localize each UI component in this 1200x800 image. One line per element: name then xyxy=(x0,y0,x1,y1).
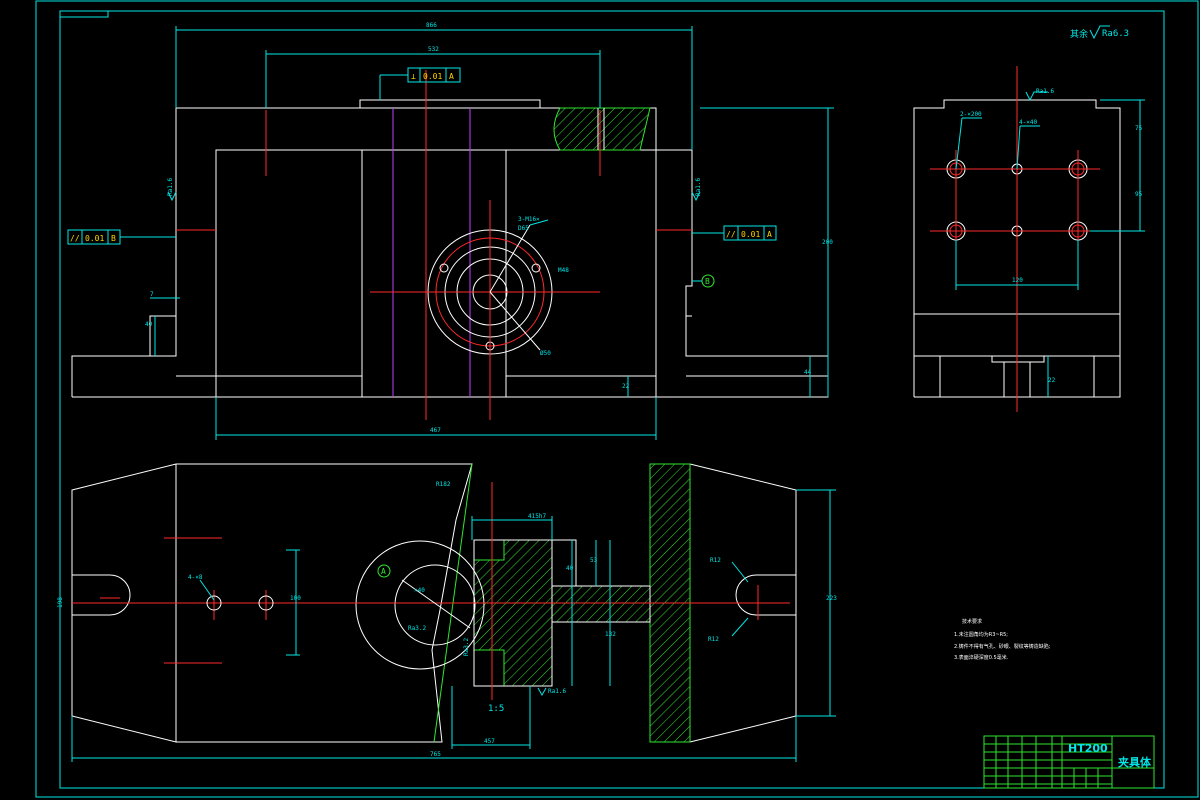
svg-text:415h7: 415h7 xyxy=(528,513,546,520)
svg-text:198: 198 xyxy=(57,597,64,608)
svg-text:Ra6.3: Ra6.3 xyxy=(1102,29,1129,39)
svg-text:467: 467 xyxy=(430,427,441,434)
svg-text:Ra1.6: Ra1.6 xyxy=(167,178,174,196)
svg-text:223: 223 xyxy=(826,595,837,602)
surface-finish-note: 其余 Ra6.3 xyxy=(1070,25,1129,40)
svg-text://: // xyxy=(70,234,80,243)
corner-tag xyxy=(59,10,109,18)
svg-text:其余: 其余 xyxy=(1070,28,1088,40)
svg-text:866: 866 xyxy=(426,22,437,29)
svg-text:1.未注圆角均为R3~R5;: 1.未注圆角均为R3~R5; xyxy=(954,631,1008,638)
svg-text:A: A xyxy=(767,230,772,239)
svg-text:95: 95 xyxy=(1135,191,1143,198)
svg-text:40: 40 xyxy=(145,321,153,328)
svg-text:4-×8: 4-×8 xyxy=(188,574,203,581)
svg-text:2.铸件不得有气孔、砂眼、裂纹等铸造缺陷;: 2.铸件不得有气孔、砂眼、裂纹等铸造缺陷; xyxy=(954,643,1051,650)
svg-text:Ra3.2: Ra3.2 xyxy=(408,625,426,632)
svg-text:Ø50: Ø50 xyxy=(540,350,551,357)
svg-text:44: 44 xyxy=(804,369,812,376)
technical-notes: 技术要求 1.未注圆角均为R3~R5; 2.铸件不得有气孔、砂眼、裂纹等铸造缺陷… xyxy=(954,618,1051,661)
svg-text:200: 200 xyxy=(822,239,833,246)
svg-text:765: 765 xyxy=(430,751,441,758)
svg-text:R182: R182 xyxy=(436,481,451,488)
svg-text:22: 22 xyxy=(622,383,630,390)
svg-text:夹具体: 夹具体 xyxy=(1118,755,1152,769)
svg-text:Ra3.2: Ra3.2 xyxy=(463,638,470,656)
top-view: 100 4-×8 R182 415h7 ×40 A Ra3.2 Ra3.2 40… xyxy=(57,463,837,762)
side-view: 120 75 95 22 2-×200 4-×40 Ra1.6 xyxy=(913,66,1145,412)
svg-text:B: B xyxy=(705,277,710,286)
inner-border xyxy=(59,10,1165,789)
svg-text:4-×40: 4-×40 xyxy=(1019,119,1037,126)
svg-text:2-×200: 2-×200 xyxy=(960,111,982,118)
svg-text:R12: R12 xyxy=(708,636,719,643)
svg-text:0.01: 0.01 xyxy=(423,72,442,81)
svg-text:A: A xyxy=(381,567,386,576)
svg-text:7: 7 xyxy=(150,291,154,298)
svg-text:22: 22 xyxy=(1048,377,1056,384)
svg-text:A: A xyxy=(449,72,454,81)
title-block: HT200 夹具体 xyxy=(983,735,1155,789)
svg-text:532: 532 xyxy=(428,46,439,53)
svg-text:Ra1.6: Ra1.6 xyxy=(695,178,702,196)
svg-text:M48: M48 xyxy=(558,267,569,274)
svg-text:457: 457 xyxy=(484,738,495,745)
svg-text:75: 75 xyxy=(1135,125,1143,132)
svg-text:Ra1.6: Ra1.6 xyxy=(1036,88,1054,95)
svg-text:HT200: HT200 xyxy=(1068,742,1108,755)
svg-text:B: B xyxy=(111,234,116,243)
svg-text:D65: D65 xyxy=(518,225,529,232)
svg-text:×40: ×40 xyxy=(414,587,425,594)
svg-text://: // xyxy=(726,230,736,239)
svg-text:120: 120 xyxy=(1012,277,1023,284)
svg-text:0.01: 0.01 xyxy=(741,230,760,239)
svg-text:53: 53 xyxy=(590,557,598,564)
outer-border xyxy=(35,0,1199,798)
svg-text:技术要求: 技术要求 xyxy=(962,618,982,625)
svg-text:3.表面淬硬深度0.5毫米.: 3.表面淬硬深度0.5毫米. xyxy=(954,654,1009,661)
svg-text:Ra1.6: Ra1.6 xyxy=(548,688,566,695)
svg-text:1:5: 1:5 xyxy=(488,704,504,714)
front-view: 866 532 467 200 44 22 7 40 3-M16× D65 M4… xyxy=(67,22,834,440)
svg-text:0.01: 0.01 xyxy=(85,234,104,243)
svg-text:⊥: ⊥ xyxy=(411,72,416,81)
svg-text:R12: R12 xyxy=(710,557,721,564)
svg-text:132: 132 xyxy=(605,631,616,638)
svg-text:100: 100 xyxy=(290,595,301,602)
svg-text:3-M16×: 3-M16× xyxy=(518,216,540,223)
svg-text:40: 40 xyxy=(566,565,574,572)
